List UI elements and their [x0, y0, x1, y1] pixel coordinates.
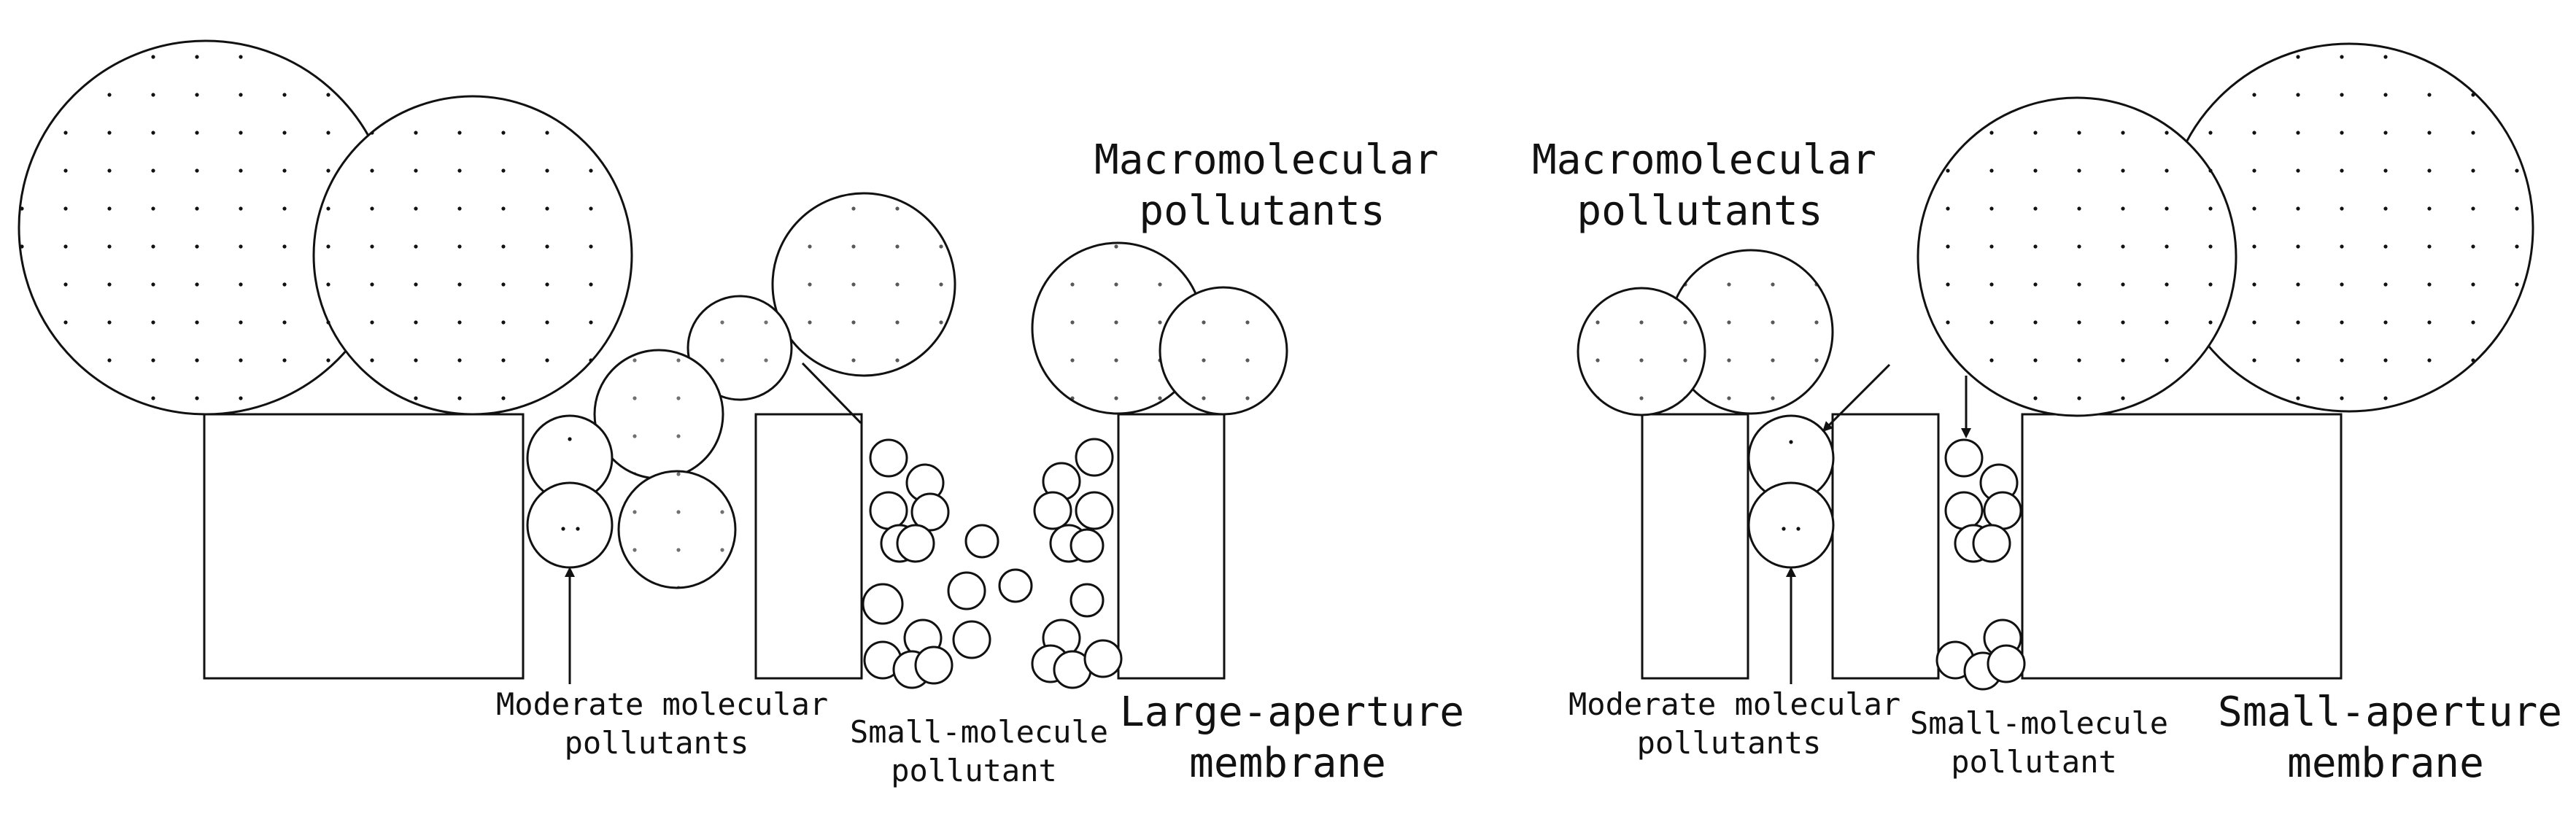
left-small-label-line-2: pollutant — [891, 752, 1057, 788]
right-macro-arrow — [1822, 363, 1891, 433]
left-membrane-label: Large-aperture membrane — [1120, 687, 1465, 789]
right-membrane-label-line-1: Small-aperture — [2218, 689, 2563, 736]
right-macromolecule-group — [1577, 42, 2534, 417]
right-macro-label-line-2: pollutants — [1577, 187, 1823, 235]
left-moderate-molecule-group — [526, 295, 793, 589]
right-panel — [1577, 42, 2534, 691]
right-moderate-label: Moderate molecular pollutants — [1569, 686, 1901, 762]
left-panel — [18, 39, 1288, 689]
right-moderate-label-line-2: pollutants — [1636, 724, 1822, 761]
right-moderate-molecule-group — [1747, 414, 1835, 569]
left-membrane-label-line-1: Large-aperture — [1120, 689, 1465, 736]
left-membrane-label-line-2: membrane — [1189, 740, 1386, 787]
left-macro-label: Macromolecular pollutants — [1094, 135, 1439, 237]
left-small-label: Small-molecule pollutant — [850, 713, 1109, 790]
left-membrane-block-2 — [754, 413, 863, 680]
right-membrane-label: Small-aperture membrane — [2218, 687, 2563, 789]
left-macro-label-line-2: pollutants — [1139, 187, 1385, 235]
left-macromolecule-group — [18, 39, 1288, 416]
right-moderate-label-line-1: Moderate molecular — [1569, 686, 1901, 722]
right-small-label-line-1: Small-molecule — [1910, 705, 2169, 741]
right-membrane-block-3 — [2021, 413, 2343, 680]
left-membrane-block-3 — [1117, 413, 1226, 680]
right-small-molecule-group — [1935, 438, 2026, 691]
left-macro-arrow — [801, 362, 862, 424]
right-small-label: Small-molecule pollutant — [1910, 705, 2169, 781]
right-membrane-block-2 — [1831, 413, 1940, 680]
right-macro-label-line-1: Macromolecular — [1532, 136, 1877, 184]
left-membrane-block-1 — [203, 413, 525, 680]
left-small-molecule-group — [862, 438, 1123, 689]
left-moderate-label: Moderate molecular pollutants — [496, 686, 829, 762]
right-small-label-line-2: pollutant — [1951, 743, 2117, 780]
left-small-label-line-1: Small-molecule — [850, 714, 1109, 750]
left-macro-label-line-1: Macromolecular — [1094, 136, 1439, 184]
right-macro-label: Macromolecular pollutants — [1532, 135, 1877, 237]
right-membrane-block-1 — [1641, 413, 1749, 680]
left-moderate-label-line-2: pollutants — [564, 724, 749, 761]
left-moderate-label-line-1: Moderate molecular — [496, 686, 829, 722]
right-membrane-label-line-2: membrane — [2287, 740, 2484, 787]
